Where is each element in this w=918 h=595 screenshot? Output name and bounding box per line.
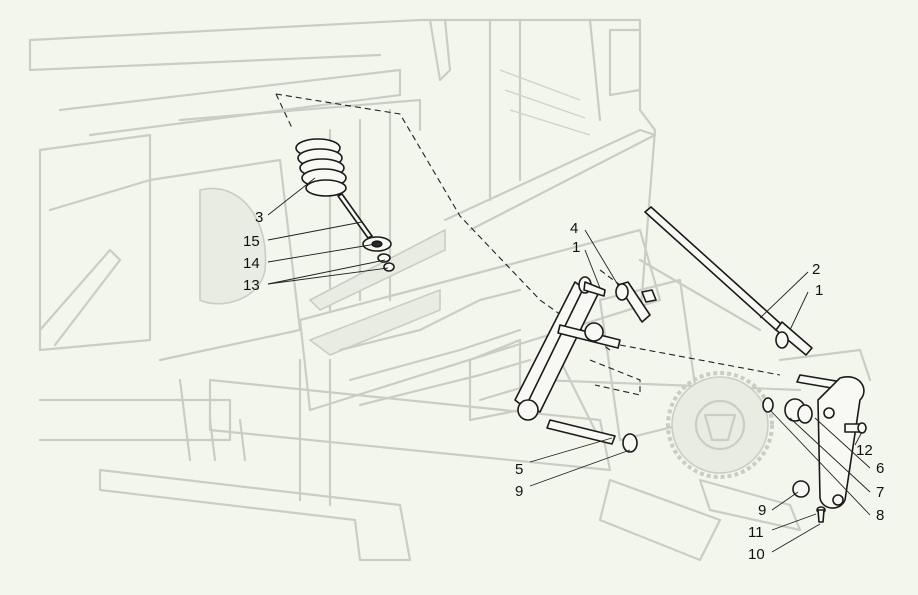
callout-12: 12 <box>856 442 873 459</box>
tension-lever <box>514 276 657 421</box>
callout-8: 8 <box>876 507 884 524</box>
callout-9-bracket: 9 <box>758 502 766 519</box>
assembly-guide-lines <box>275 93 781 396</box>
callout-4: 4 <box>570 220 578 237</box>
callout-1-lever: 1 <box>572 239 580 256</box>
callout-2: 2 <box>812 261 820 278</box>
callout-13: 13 <box>243 277 260 294</box>
cover-plates <box>308 228 532 407</box>
bracket-plate <box>762 374 867 523</box>
machine-frame-background <box>28 18 872 562</box>
callout-11: 11 <box>748 524 764 541</box>
tie-rod <box>644 206 813 356</box>
callout-10: 10 <box>748 546 765 563</box>
leader-lines <box>267 177 871 553</box>
callout-15: 15 <box>243 233 260 250</box>
sprocket-wheel <box>666 371 774 479</box>
callout-14: 14 <box>243 255 260 272</box>
callout-5: 5 <box>515 461 523 478</box>
callout-9-shaft: 9 <box>515 483 523 500</box>
spring-assembly <box>295 138 395 272</box>
callout-6: 6 <box>876 460 884 477</box>
callout-labels: 3 15 14 13 4 1 2 1 5 9 12 6 7 8 9 11 10 <box>243 209 884 563</box>
callout-7: 7 <box>876 484 884 501</box>
shaft <box>546 419 638 453</box>
callout-1-rod: 1 <box>815 282 823 299</box>
callout-3: 3 <box>255 209 263 226</box>
